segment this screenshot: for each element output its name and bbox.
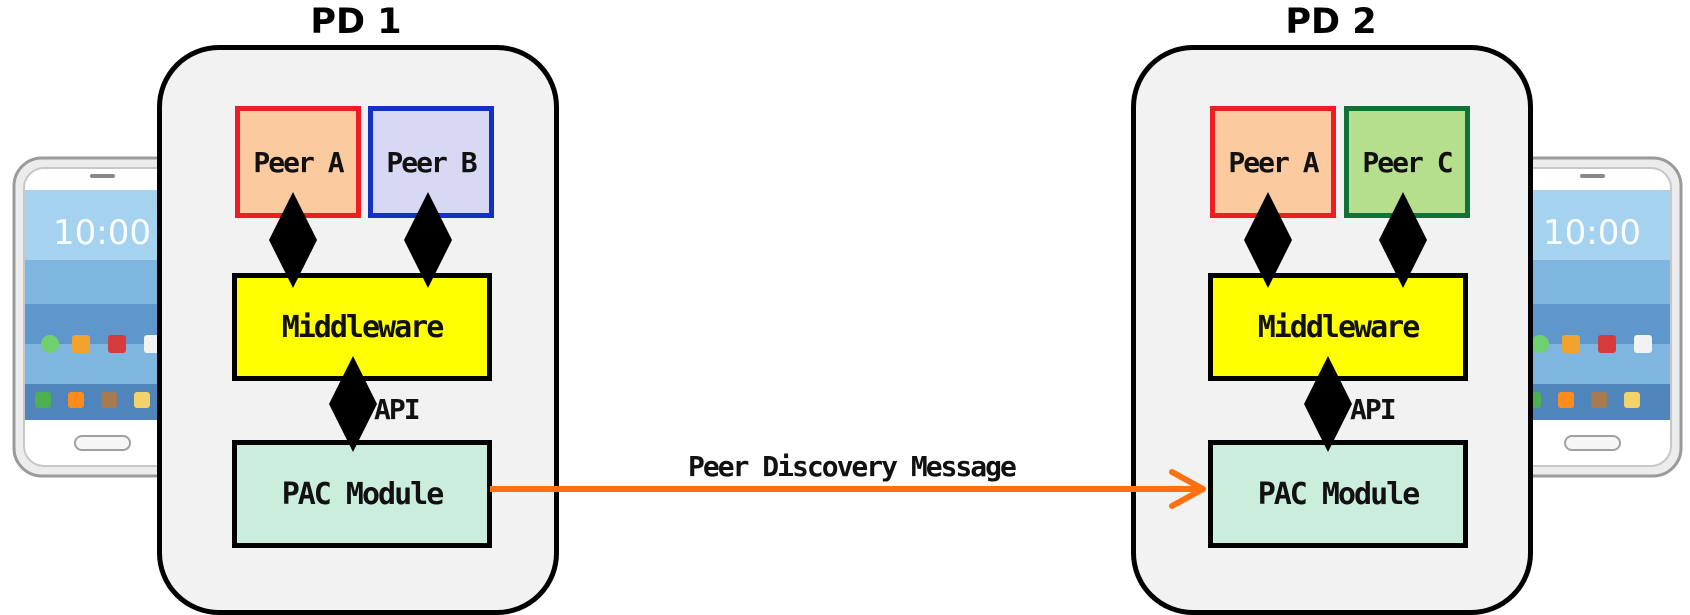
left-device-container: Peer A Peer B Middleware API PAC Module (157, 45, 559, 615)
left-api-label: API (374, 393, 419, 426)
left-peer-b-box: Peer B (368, 106, 494, 218)
right-api-label: API (1350, 393, 1395, 426)
svg-text:10:00: 10:00 (1543, 213, 1641, 253)
right-peer-c-box: Peer C (1344, 106, 1470, 218)
left-device-title: PD 1 (256, 2, 456, 42)
left-pac-module-box: PAC Module (232, 440, 492, 548)
right-pac-module-box: PAC Module (1208, 440, 1468, 548)
peer-discovery-message-label: Peer Discovery Message (688, 450, 1015, 483)
right-middleware-box: Middleware (1208, 273, 1468, 381)
right-peer-a-box: Peer A (1210, 106, 1336, 218)
left-middleware-box: Middleware (232, 273, 492, 381)
left-peer-a-box: Peer A (235, 106, 361, 218)
svg-text:10:00: 10:00 (53, 213, 151, 253)
right-device-container: Peer A Peer C Middleware API PAC Module (1131, 45, 1533, 615)
right-device-title: PD 2 (1231, 2, 1431, 42)
